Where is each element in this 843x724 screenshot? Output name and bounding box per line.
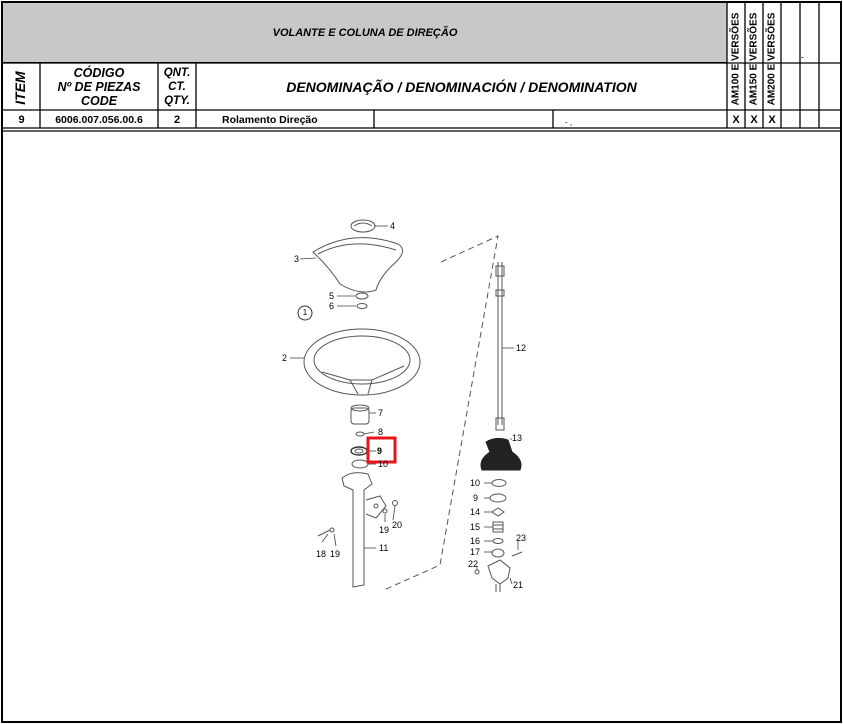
callout-5: 5 bbox=[329, 291, 335, 301]
callout-2: 2 bbox=[282, 353, 288, 363]
row-item: 9 bbox=[18, 113, 25, 126]
boot-part bbox=[480, 437, 522, 471]
horn-cover-part bbox=[312, 237, 403, 293]
callout-21: 21 bbox=[513, 580, 524, 590]
header-denomination: DENOMINAÇÃO / DENOMINACIÓN / DENOMINATIO… bbox=[286, 79, 637, 95]
washer-part bbox=[356, 303, 368, 309]
header-code-line1: CÓDIGO bbox=[73, 66, 125, 80]
header-qty-line2: CT. bbox=[168, 81, 186, 93]
callout-16: 16 bbox=[470, 536, 481, 546]
row-mark-am100: X bbox=[732, 113, 740, 126]
callout-19-right: 19 bbox=[379, 525, 390, 535]
steering-wheel-part bbox=[303, 328, 421, 396]
callout-9-right: 9 bbox=[473, 493, 479, 503]
header-qty-line1: QNT. bbox=[163, 67, 191, 79]
callout-9: 9 bbox=[377, 446, 383, 456]
bushing-part bbox=[351, 459, 369, 469]
note-circle-icon bbox=[297, 305, 313, 321]
header-mark: - bbox=[801, 52, 804, 62]
callout-8: 8 bbox=[378, 427, 384, 437]
callout-13: 13 bbox=[512, 433, 523, 443]
row-qty: 2 bbox=[173, 113, 181, 126]
bearing-right-part bbox=[489, 493, 507, 503]
callout-14: 14 bbox=[470, 507, 481, 517]
callout-11: 11 bbox=[379, 543, 389, 553]
bushing-right-part bbox=[491, 479, 507, 487]
callout-10: 10 bbox=[378, 459, 389, 469]
callout-1: 1 bbox=[302, 308, 308, 317]
header-code-line2: Nº DE PIEZAS bbox=[57, 80, 141, 94]
nut-part bbox=[355, 292, 369, 300]
spring-part bbox=[492, 521, 504, 533]
highlight-box bbox=[366, 436, 397, 464]
callout-3: 3 bbox=[294, 254, 300, 264]
hub-part bbox=[350, 407, 370, 425]
callout-7: 7 bbox=[378, 408, 384, 418]
callout-6: 6 bbox=[329, 301, 335, 311]
steering-column-part bbox=[341, 472, 373, 588]
header-qty: QNT. CT. QTY. bbox=[158, 64, 196, 110]
header-code-line3: CODE bbox=[80, 94, 118, 108]
group-outline-dashed bbox=[383, 235, 499, 591]
universal-joint-part bbox=[487, 559, 511, 585]
callout-19-left: 19 bbox=[330, 549, 341, 559]
callout-23: 23 bbox=[516, 533, 527, 543]
clip-part bbox=[491, 507, 505, 517]
header-qty-line3: QTY. bbox=[164, 95, 190, 107]
callout-18: 18 bbox=[316, 549, 327, 559]
row-code: 6006.007.056.00.6 bbox=[55, 113, 143, 126]
nut-right-part bbox=[491, 548, 505, 558]
bearing-part bbox=[350, 446, 368, 456]
page-title: VOLANTE E COLUNA DE DIREÇÃO bbox=[272, 27, 458, 39]
ring-right-part bbox=[492, 538, 504, 544]
callout-17: 17 bbox=[470, 547, 481, 557]
row-mark-am200: X bbox=[768, 113, 776, 126]
callout-12: 12 bbox=[516, 343, 527, 353]
row-extra: - , bbox=[565, 117, 573, 127]
callout-20: 20 bbox=[392, 520, 403, 530]
row-mark-am150: X bbox=[750, 113, 758, 126]
callout-15: 15 bbox=[470, 522, 481, 532]
callout-10-right: 10 bbox=[470, 478, 481, 488]
header-code: CÓDIGO Nº DE PIEZAS CODE bbox=[40, 64, 158, 110]
row-description: Rolamento Direção bbox=[222, 113, 318, 126]
callout-4: 4 bbox=[390, 221, 396, 231]
callout-22: 22 bbox=[468, 559, 479, 569]
ring-part bbox=[355, 431, 365, 437]
